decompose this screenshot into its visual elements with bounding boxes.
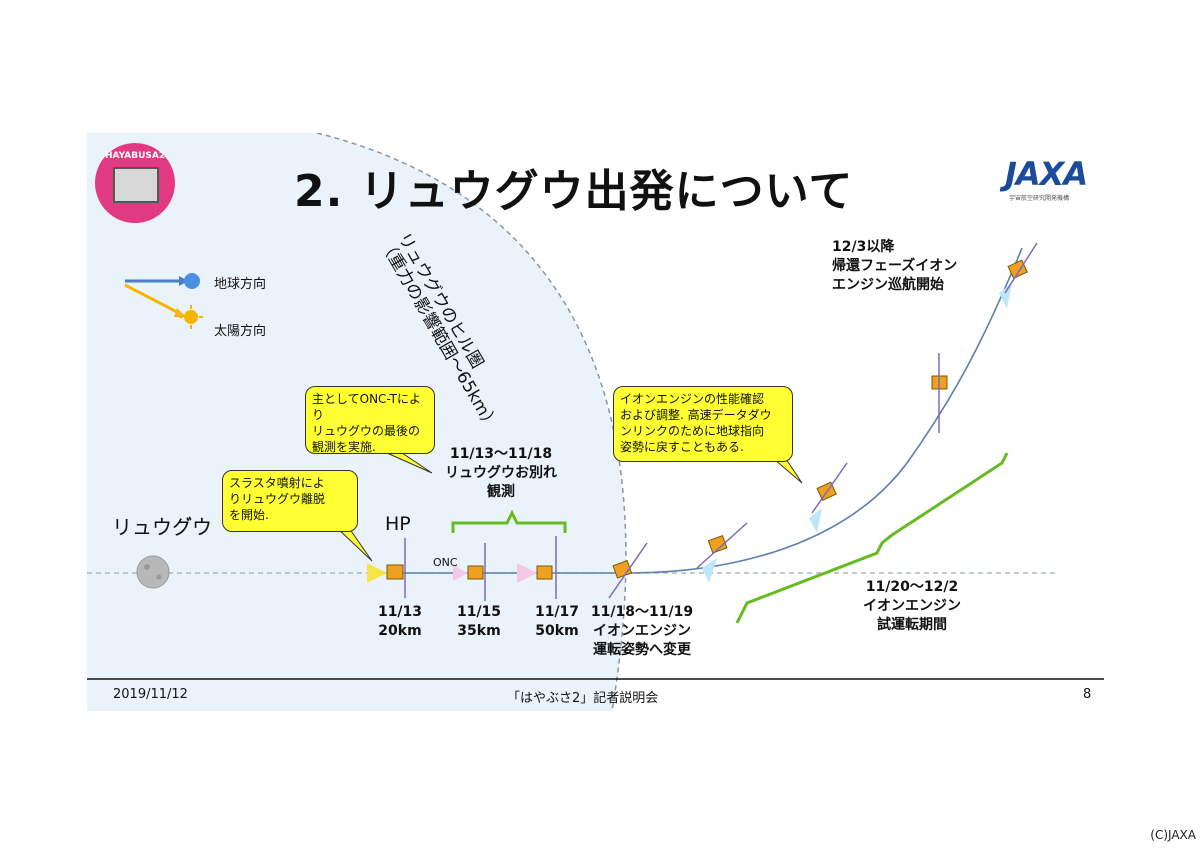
spacecraft-hp	[367, 538, 406, 598]
mission-patch-icon: HAYABUSA2	[95, 143, 175, 223]
spacecraft-image	[113, 167, 159, 203]
spacecraft-ion-4	[999, 242, 1038, 308]
page-title: 2. リュウグウ出発について	[294, 166, 854, 217]
trial-bracket	[735, 452, 1009, 624]
callout-thruster: スラスタ噴射によりリュウグウ離脱を開始.	[222, 470, 358, 532]
sun-icon	[179, 305, 203, 329]
footer-title: 「はやぶさ2」記者説明会	[507, 691, 659, 706]
farewell-bracket	[451, 509, 567, 533]
footer-date: 2019/11/12	[113, 687, 188, 702]
legend-sun: 太陽方向	[214, 324, 267, 339]
spacecraft-1117	[517, 536, 557, 599]
sun-direction-arrow	[124, 283, 180, 315]
spacecraft-ion-1	[696, 522, 748, 583]
spacecraft-ion-2	[809, 462, 848, 533]
earth-icon	[184, 273, 200, 289]
spacecraft-1118	[608, 542, 648, 599]
callout-ion-engine: イオンエンジンの性能確認および調整. 高速データダウンリンクのために地球指向姿勢…	[613, 386, 793, 462]
ryugu-label: リュウグ゙ウ	[112, 515, 212, 539]
hill-sphere-boundary	[316, 133, 627, 711]
spacecraft-1115	[453, 543, 486, 601]
jaxa-subtitle: 宇宙航空研究開発機構	[1009, 195, 1070, 202]
return-phase-label: 12/3以降帰還フェーズイオンエンジン巡航開始	[832, 239, 958, 293]
hp-label: HP	[385, 513, 411, 535]
legend-earth: 地球方向	[214, 277, 267, 292]
page-number: 8	[1083, 687, 1092, 702]
onc-label: ONC	[433, 556, 458, 569]
ryugu-icon	[136, 555, 170, 589]
jaxa-logo: JAXA	[1005, 155, 1088, 193]
spacecraft-ion-3	[931, 353, 948, 433]
credit: (C)JAXA	[1150, 828, 1196, 842]
callout-onc-t: 主としてONC-Tによりリュウグウの最後の観測を実施.	[305, 386, 435, 454]
slide: HAYABUSA2 2. リュウグウ出発について JAXA 宇宙航空研究開発機構…	[87, 133, 1104, 711]
mission-patch-text: HAYABUSA2	[105, 151, 166, 161]
